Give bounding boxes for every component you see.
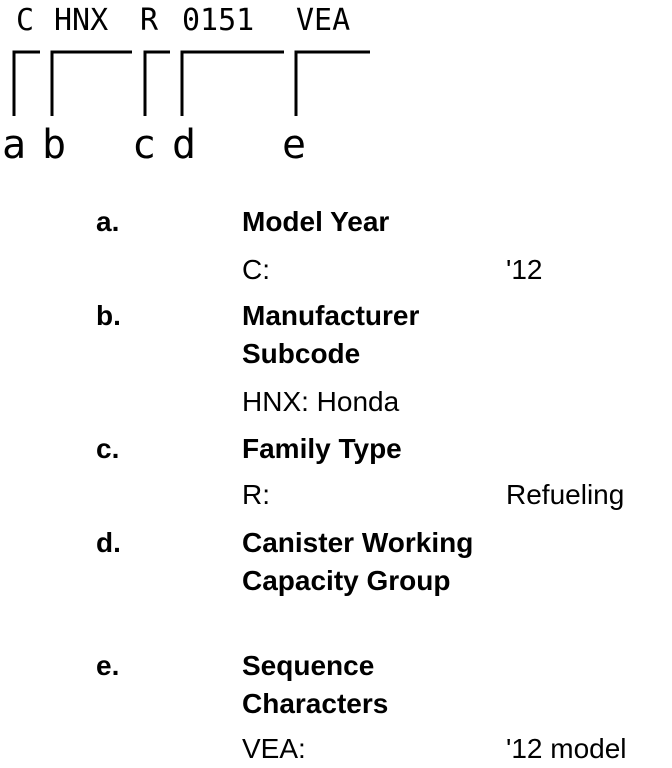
- bracket-a: [12, 50, 40, 116]
- legend-meaning-a: '12: [506, 254, 543, 285]
- bracket-e: [294, 50, 370, 116]
- letter-c: c: [132, 122, 156, 168]
- legend-letter-a: a.: [96, 206, 120, 237]
- letter-b: b: [42, 122, 66, 168]
- code-segment-c: R: [140, 3, 159, 38]
- code-segment-d: 0151: [182, 3, 254, 38]
- letter-a: a: [2, 122, 26, 168]
- letter-d: d: [172, 122, 196, 168]
- code-diagram: C HNX R 0151 VEA a b c d e: [2, 3, 370, 168]
- legend-title-canister-working-capacity-group: Canister Working Capacity Group: [242, 527, 474, 596]
- legend-meaning-e: '12 model: [506, 733, 627, 764]
- legend-code-e: VEA:: [242, 733, 306, 764]
- legend-letter-b: b.: [96, 300, 121, 331]
- legend-title-family-type: Family Type: [242, 433, 402, 464]
- legend-letter-d: d.: [96, 527, 121, 558]
- legend-code-a: C:: [242, 254, 270, 285]
- legend-letter-e: e.: [96, 650, 120, 681]
- legend-meaning-c: Refueling: [506, 479, 625, 510]
- bracket-c: [143, 50, 170, 116]
- legend-letter-c: c.: [96, 433, 120, 464]
- legend-code-c: R:: [242, 479, 270, 510]
- code-segment-a: C: [16, 3, 34, 38]
- legend-code-b: HNX: Honda: [242, 386, 400, 417]
- legend-title-sequence-characters: Sequence Characters: [242, 650, 389, 719]
- code-segment-e: VEA: [296, 3, 350, 38]
- legend-title-manufacturer-subcode: Manufacturer Subcode: [242, 300, 420, 369]
- letter-e: e: [282, 122, 306, 168]
- code-segment-b: HNX: [54, 3, 108, 38]
- bracket-d: [180, 50, 284, 116]
- bracket-b: [50, 50, 132, 116]
- legend-title-model-year: Model Year: [242, 206, 390, 237]
